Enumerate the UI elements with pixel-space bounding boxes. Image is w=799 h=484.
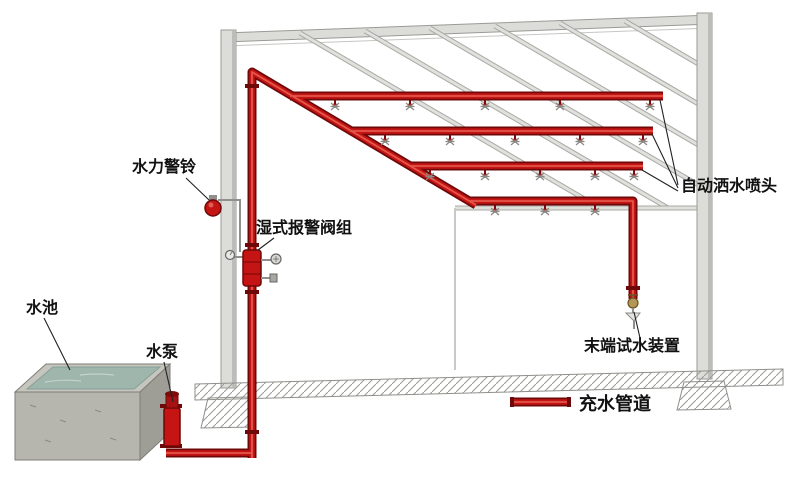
right-column (696, 12, 713, 380)
floor-slab (194, 368, 784, 429)
pointer-pump (163, 361, 174, 403)
concrete-speckle (29, 404, 117, 443)
pointer-sprinklers (641, 99, 679, 192)
pool-front-face (14, 391, 141, 461)
legend-pipe-flange-left (510, 397, 514, 407)
water-pool (13, 362, 172, 462)
building-structure (194, 12, 784, 429)
delay-chamber (269, 273, 278, 283)
sprinkler-piping (166, 72, 663, 458)
legend-pipe-flange-right (567, 397, 571, 407)
labels: 水力警铃 湿式报警阀组 水池 水泵 自动洒水喷头 末端试水装置 (26, 157, 777, 361)
pointer-pool (43, 317, 71, 371)
legend: 充水管道 (510, 393, 651, 415)
valve-body (242, 249, 262, 287)
bell-highlight (208, 202, 214, 208)
right-column-footing (676, 380, 732, 411)
pump-body (163, 407, 181, 447)
pointer-end-test (633, 311, 641, 339)
pointer-alarm-bell (185, 177, 210, 201)
label-pool: 水池 (26, 298, 58, 317)
pipe-flanges (245, 84, 640, 434)
pump-motor-cap (165, 391, 179, 397)
ceiling-joists (298, 18, 702, 211)
end-test-device (624, 294, 641, 329)
water-ripples (44, 373, 115, 383)
left-column-footing (200, 396, 256, 429)
legend-pipe-label: 充水管道 (579, 393, 651, 415)
top-beam-shadow-line (224, 27, 713, 47)
pool-water-surface (25, 366, 162, 390)
test-funnel (624, 312, 641, 322)
label-pointer-lines (43, 99, 679, 403)
wet-alarm-valve-group (224, 249, 282, 287)
label-pump: 水泵 (146, 342, 178, 361)
label-wet-valve: 湿式报警阀组 (255, 218, 352, 237)
bell-mount (209, 195, 217, 200)
test-valve (627, 297, 639, 309)
pointer-wet-valve (257, 237, 275, 251)
left-column (220, 29, 237, 389)
bell-gong (204, 199, 222, 217)
sprinkler-row-2 (379, 133, 649, 146)
label-alarm-bell: 水力警铃 (132, 157, 196, 176)
label-sprinklers: 自动洒水喷头 (681, 176, 777, 195)
fire-pump (160, 391, 182, 448)
hydraulic-alarm-bell (204, 195, 241, 252)
label-end-test: 末端试水装置 (584, 336, 680, 355)
